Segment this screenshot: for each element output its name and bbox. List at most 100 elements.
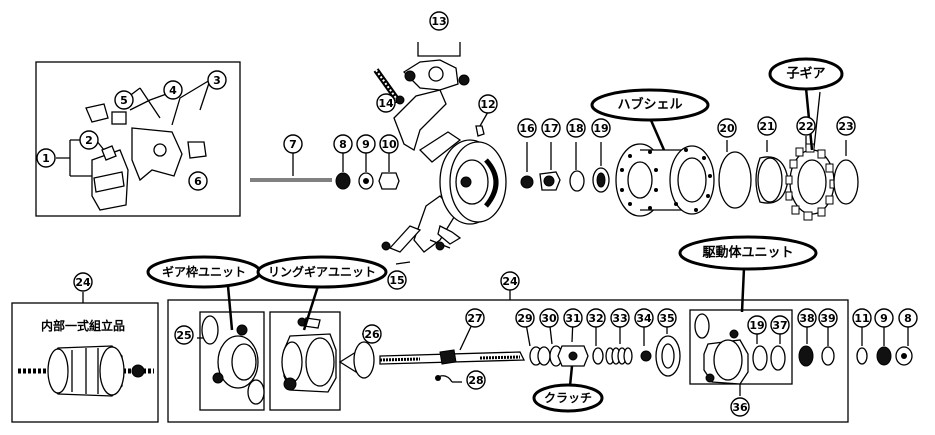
callout-circle bbox=[362, 324, 382, 344]
callout-number: 29 bbox=[517, 312, 532, 325]
callout-3: 3 bbox=[207, 70, 227, 90]
callout-number: 16 bbox=[519, 122, 535, 135]
callout-25: 25 bbox=[174, 325, 194, 345]
inset-box-internal-parts bbox=[167, 299, 849, 423]
callout-circle bbox=[874, 308, 894, 328]
callout-number: 26 bbox=[364, 328, 380, 341]
callout-17: 17 bbox=[541, 118, 561, 138]
callout-number: 5 bbox=[120, 94, 128, 107]
callout-circle bbox=[163, 80, 183, 100]
callout-number: 1 bbox=[42, 152, 50, 165]
callout-number: 30 bbox=[541, 312, 557, 325]
callout-38: 38 bbox=[797, 308, 817, 328]
callout-number: 24 bbox=[75, 276, 91, 289]
callout-circle bbox=[818, 308, 838, 328]
label-hub-shell-outline bbox=[590, 88, 710, 122]
callout-31: 31 bbox=[563, 308, 583, 328]
callout-22: 22 bbox=[796, 116, 816, 136]
sprocket-22 bbox=[785, 143, 837, 221]
callout-number: 13 bbox=[431, 15, 446, 28]
callout-7: 7 bbox=[283, 134, 303, 154]
callout-number: 15 bbox=[389, 274, 404, 287]
label-sprocket: 子ギア bbox=[786, 66, 825, 82]
callout-5: 5 bbox=[114, 90, 134, 110]
callout-circle bbox=[114, 90, 134, 110]
callout-number: 11 bbox=[854, 312, 869, 325]
callout-circle bbox=[852, 308, 872, 328]
callout-26: 26 bbox=[362, 324, 382, 344]
callout-number: 4 bbox=[169, 84, 177, 97]
label-hub-shell: ハブシェル bbox=[617, 97, 682, 113]
callout-circle bbox=[379, 134, 399, 154]
callout-circle bbox=[770, 315, 790, 335]
callout-circle bbox=[517, 118, 537, 138]
inset-box-brake-arm bbox=[35, 61, 241, 217]
label-clutch-outline bbox=[532, 383, 604, 413]
callout-circle bbox=[898, 308, 918, 328]
callout-circle bbox=[466, 370, 486, 390]
callout-number: 36 bbox=[732, 401, 748, 414]
callout-number: 34 bbox=[636, 312, 652, 325]
label-driver-outline bbox=[678, 235, 818, 271]
callout-14: 14 bbox=[376, 93, 396, 113]
callout-circle bbox=[747, 315, 767, 335]
callout-number: 14 bbox=[378, 97, 394, 110]
callout-number: 9 bbox=[880, 312, 888, 325]
callout-circle bbox=[796, 116, 816, 136]
callout-number: 7 bbox=[289, 138, 297, 151]
label-gear-frame-unit: ギア枠ユニット bbox=[162, 264, 246, 279]
callout-28: 28 bbox=[466, 370, 486, 390]
callout-number: 24 bbox=[502, 275, 518, 288]
callout-35: 35 bbox=[657, 308, 677, 328]
callout-circle bbox=[836, 116, 856, 136]
callout-10: 10 bbox=[379, 134, 399, 154]
callout-16: 16 bbox=[517, 118, 537, 138]
callout-number: 18 bbox=[568, 122, 583, 135]
callout-number: 20 bbox=[719, 122, 735, 135]
callout-24a: 24 bbox=[73, 272, 93, 292]
callout-circle bbox=[586, 308, 606, 328]
callout-1: 1 bbox=[36, 148, 56, 168]
washer-11 bbox=[856, 347, 868, 365]
callout-circle bbox=[539, 308, 559, 328]
callout-circle bbox=[188, 171, 208, 191]
callout-4: 4 bbox=[163, 80, 183, 100]
cone-38 bbox=[798, 345, 814, 367]
washer-9b bbox=[876, 346, 892, 366]
callout-number: 12 bbox=[480, 98, 495, 111]
callout-18: 18 bbox=[566, 118, 586, 138]
callout-21: 21 bbox=[757, 116, 777, 136]
callout-number: 35 bbox=[659, 312, 674, 325]
callout-36: 36 bbox=[730, 397, 750, 417]
callout-circle bbox=[376, 93, 396, 113]
callout-27: 27 bbox=[465, 308, 485, 328]
callout-13: 13 bbox=[429, 11, 449, 31]
callout-circle bbox=[515, 308, 535, 328]
callout-circle bbox=[387, 270, 407, 290]
callout-33: 33 bbox=[610, 308, 630, 328]
seal-26 bbox=[353, 341, 375, 379]
callout-number: 21 bbox=[759, 120, 774, 133]
spring-33 bbox=[605, 347, 633, 365]
callout-number: 2 bbox=[85, 134, 93, 147]
callout-number: 32 bbox=[588, 312, 603, 325]
callout-37: 37 bbox=[770, 315, 790, 335]
callout-circle bbox=[634, 308, 654, 328]
callout-number: 23 bbox=[838, 120, 853, 133]
dust-cap-20 bbox=[718, 151, 752, 209]
callout-circle bbox=[757, 116, 777, 136]
label-clutch: クラッチ bbox=[544, 391, 592, 405]
callout-circle bbox=[207, 70, 227, 90]
callout-2: 2 bbox=[79, 130, 99, 150]
snap-ring-23 bbox=[833, 159, 859, 205]
callout-circle bbox=[333, 134, 353, 154]
callout-circle bbox=[465, 308, 485, 328]
callout-circle bbox=[541, 118, 561, 138]
callout-circle bbox=[79, 130, 99, 150]
callout-8b: 8 bbox=[898, 308, 918, 328]
washer-18 bbox=[569, 170, 585, 192]
callout-number: 6 bbox=[194, 175, 202, 188]
callout-number: 22 bbox=[798, 120, 813, 133]
bolt-part bbox=[85, 103, 109, 123]
